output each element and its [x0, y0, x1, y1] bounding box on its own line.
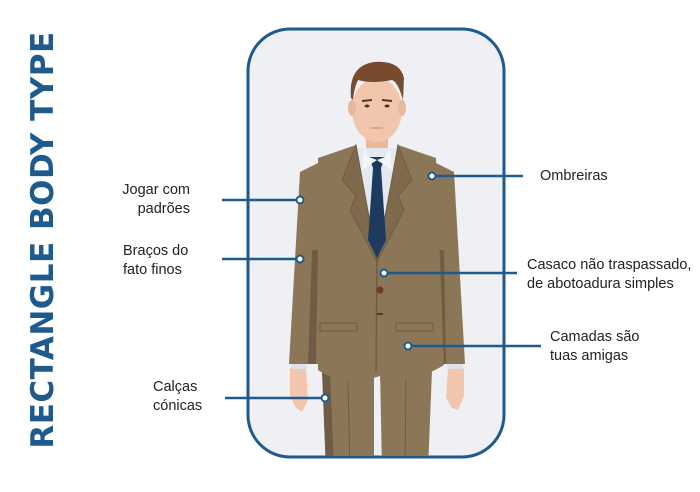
callout-patterns: Jogar com padrões [122, 182, 190, 217]
callout-layers: Camadas são tuas amigas [550, 329, 640, 364]
man-in-suit [289, 61, 465, 456]
callout-single-breasted: Casaco não traspassado, de abotoadura si… [527, 257, 692, 292]
callout-slim-arms: Braços do fato finos [123, 243, 189, 278]
callout-lines [222, 174, 541, 400]
callout-shoulder-pads: Ombreiras [540, 168, 608, 184]
callout-dots [295, 171, 437, 403]
callout-tapered-trousers: Calças cónicas [153, 379, 203, 414]
